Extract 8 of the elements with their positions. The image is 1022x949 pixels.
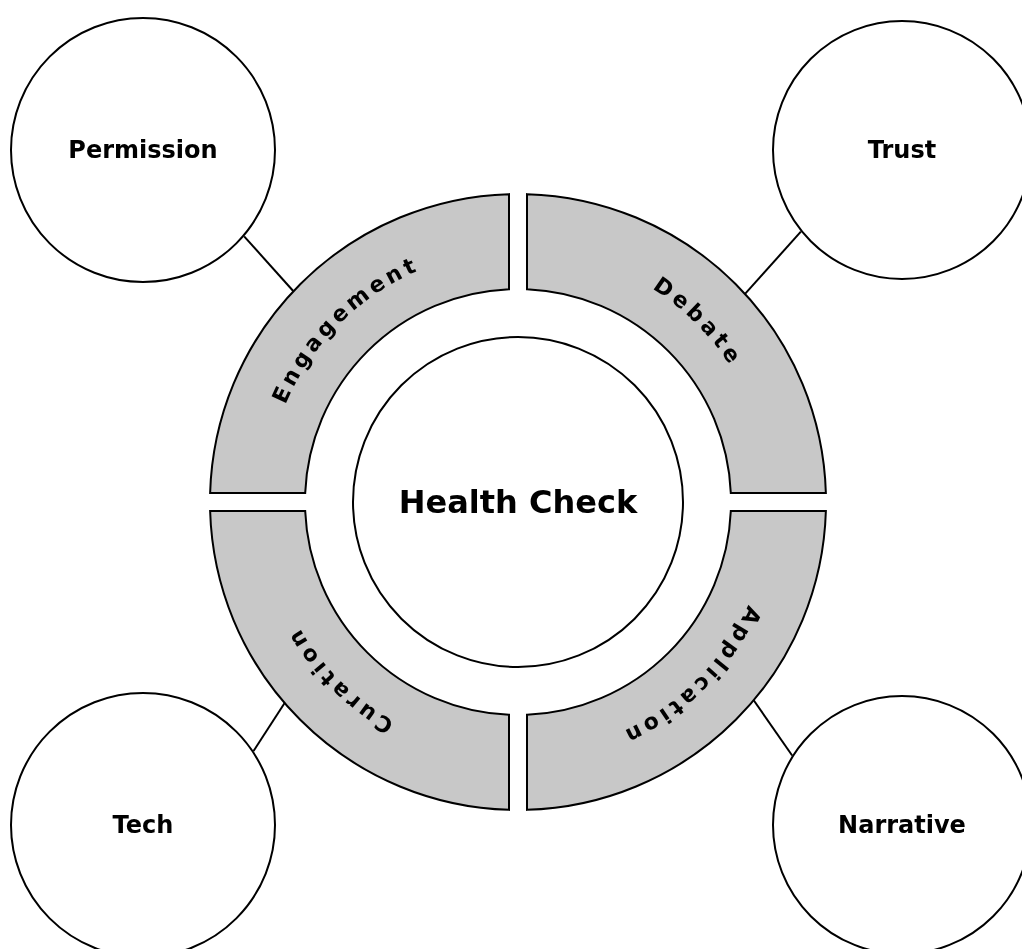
connector-line bbox=[744, 230, 802, 295]
connector-line bbox=[752, 699, 794, 757]
connector-line bbox=[252, 702, 286, 753]
node-label: Trust bbox=[867, 136, 937, 164]
node-label: Narrative bbox=[838, 811, 966, 839]
node-label: Permission bbox=[68, 136, 218, 164]
node-label: Health Check bbox=[398, 483, 638, 521]
node-label: Tech bbox=[112, 811, 174, 839]
